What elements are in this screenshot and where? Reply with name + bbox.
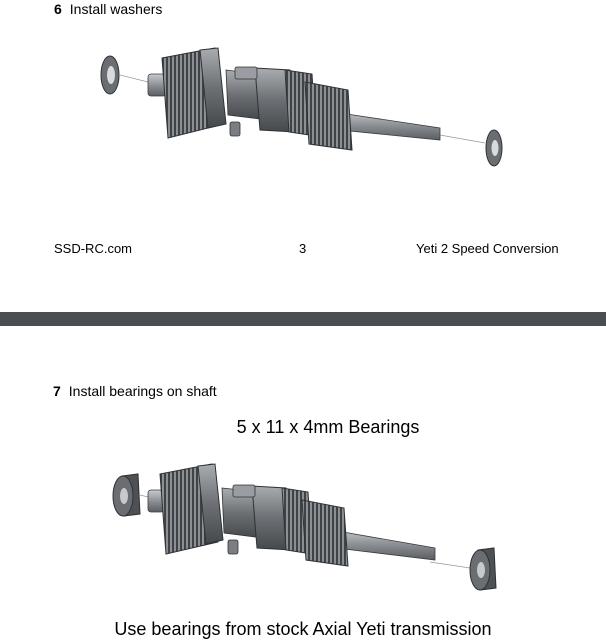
step-number: 7	[53, 383, 61, 399]
step-title: Install bearings on shaft	[68, 383, 217, 399]
bearing-spec-label: 5 x 11 x 4mm Bearings	[236, 417, 420, 437]
step-title: Install washers	[69, 1, 163, 17]
footer-document-title: Yeti 2 Speed Conversion	[416, 241, 559, 256]
guide-line	[429, 561, 471, 569]
bearing-icon	[112, 473, 141, 517]
step-6-heading: 6 Install washers	[54, 1, 162, 17]
step-number: 6	[54, 1, 62, 17]
document-page-3: 6 Install washers	[0, 0, 606, 312]
footer-page-number: 3	[299, 241, 307, 256]
bearing-icon	[469, 547, 497, 591]
bearing-source-note: Use bearings from stock Axial Yeti trans…	[114, 619, 492, 639]
washer-icon	[100, 55, 120, 95]
shaft-assembly-illustration	[100, 47, 503, 167]
guide-line	[439, 134, 486, 144]
document-page-4: 7 Install bearings on shaft 5 x 11 x 4mm …	[0, 326, 606, 640]
washer-icon	[485, 129, 503, 167]
step-7-heading: 7 Install bearings on shaft	[53, 383, 217, 399]
footer-site: SSD-RC.com	[54, 241, 133, 256]
shaft-assembly-illustration	[112, 463, 497, 591]
page-separator	[0, 312, 606, 326]
